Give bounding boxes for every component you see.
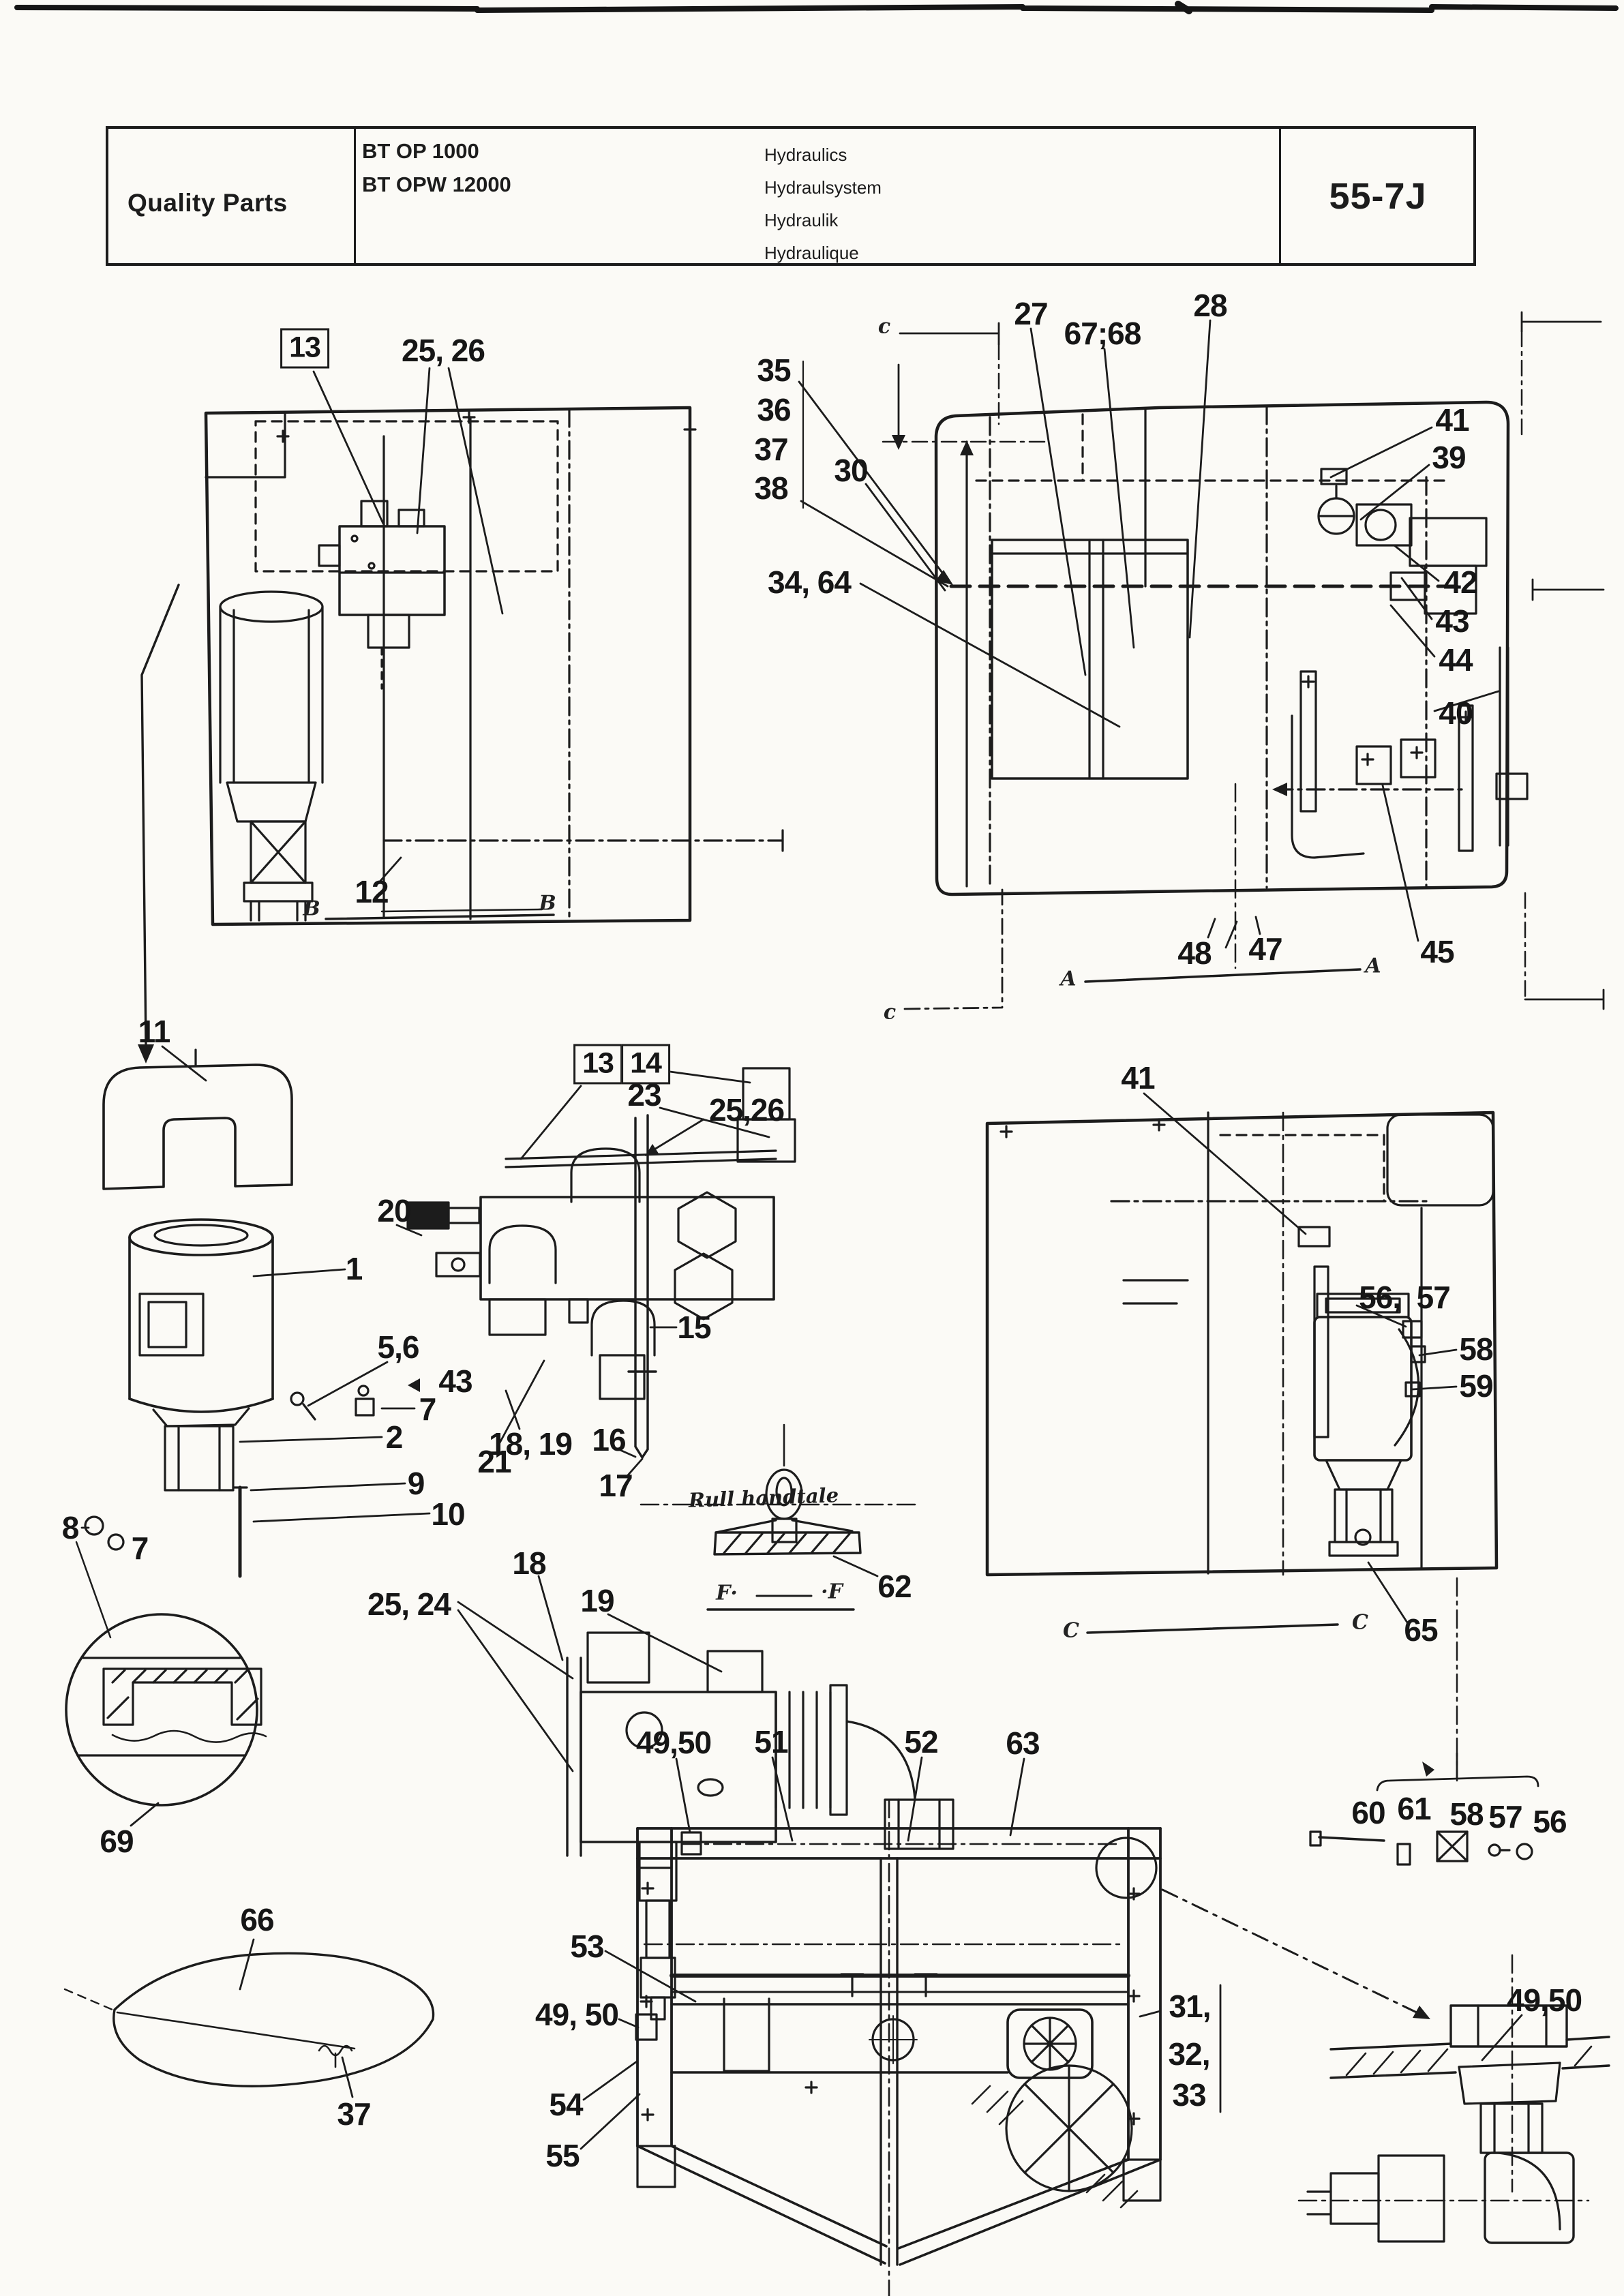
part-callout-7: 7 [131,1530,149,1566]
part-callout-1: 1 [345,1251,363,1286]
part-callout-52: 52 [904,1724,938,1759]
part-callout-18-19: 18, 19 [489,1426,573,1462]
part-callout-57: 57 [1488,1799,1522,1834]
part-callout-69: 69 [100,1824,134,1859]
part-callout-47: 47 [1248,931,1282,967]
section-title-de: Hydraulik [764,210,839,230]
part-callout-58: 58 [1459,1331,1493,1367]
part-callout-45: 45 [1420,934,1454,969]
part-callout-36: 36 [757,392,791,427]
section-mark: ·F [821,1580,843,1604]
part-callout-56: 56 [1533,1804,1567,1839]
part-callout-67-68: 67;68 [1064,316,1142,351]
part-callout-39: 39 [1432,440,1466,475]
part-callout-66: 66 [240,1902,274,1937]
section-title-sv: Hydraulsystem [764,177,882,198]
part-callout-53: 53 [570,1929,604,1964]
part-callout-17: 17 [599,1468,633,1503]
part-callout-41: 41 [1121,1060,1155,1096]
part-callout-43: 43 [438,1363,472,1399]
part-callout-25-24: 25, 24 [367,1586,451,1622]
part-callout-41: 41 [1435,402,1469,438]
part-callout-49-50: 49, 50 [535,1997,619,2032]
part-callout-5-6: 5,6 [377,1329,420,1365]
part-callout-58: 58 [1449,1796,1484,1832]
part-callout-32-: 32, [1168,2036,1211,2072]
model-line-2: BT OPW 12000 [362,172,511,196]
part-callout-33: 33 [1172,2077,1206,2113]
part-callout-35: 35 [757,352,791,388]
section-title-fr: Hydraulique [764,243,859,263]
part-callout-13: 13 [280,328,329,369]
part-callout-27: 27 [1014,296,1048,331]
part-callout-48: 48 [1177,935,1212,971]
part-callout-9: 9 [407,1466,425,1501]
part-callout-11: 11 [138,1014,171,1049]
section-title-en: Hydraulics [764,145,847,165]
part-callout-65: 65 [1404,1612,1438,1648]
part-callout-54: 54 [549,2087,583,2122]
part-callout-14: 14 [621,1044,670,1085]
part-callout-2: 2 [385,1419,404,1455]
part-callout-63: 63 [1006,1725,1040,1761]
part-callout-10: 10 [431,1496,465,1532]
part-callout-7: 7 [419,1391,437,1427]
part-callout-56-57: 56, 57 [1359,1280,1451,1315]
model-names: BT OP 1000 BT OPW 12000 [362,134,511,201]
part-callout-44: 44 [1439,642,1473,678]
part-callout-25-26: 25,26 [708,1092,785,1128]
part-callout-37: 37 [337,2096,371,2132]
section-mark: F· [716,1581,738,1605]
part-callout-20: 20 [377,1193,411,1228]
section-mark: B [303,896,320,921]
part-callout-51: 51 [754,1724,788,1759]
section-mark: c [883,1000,897,1025]
part-callout-30: 30 [834,453,868,488]
part-callout-31-: 31, [1169,1989,1212,2024]
header-divider-1 [354,129,356,263]
part-callout-13: 13 [573,1044,622,1085]
header-table: Quality Parts BT OP 1000 BT OPW 12000 Hy… [106,126,1476,266]
part-callout-62: 62 [877,1569,912,1604]
part-callout-38: 38 [754,470,788,506]
section-mark: A [1365,954,1381,978]
part-callout-59: 59 [1459,1368,1493,1404]
section-mark: A [1060,967,1077,991]
section-mark: B [539,891,556,916]
header-divider-2 [1279,129,1281,263]
section-titles: Hydraulics Hydraulsystem Hydraulik Hydra… [764,138,882,269]
part-callout-37: 37 [754,432,788,467]
part-callout-25-26: 25, 26 [402,333,485,368]
part-callout-60: 60 [1351,1795,1385,1830]
part-callout-34-64: 34, 64 [768,564,852,600]
part-callout-55: 55 [545,2138,580,2173]
part-callout-21: 21 [477,1444,511,1479]
brand-title: Quality Parts [127,189,288,217]
part-callout-16: 16 [592,1422,626,1457]
part-callout-12: 12 [355,874,389,909]
part-callout-42: 42 [1443,564,1477,600]
part-callout-49-50: 49,50 [635,1725,712,1760]
page-code: 55-7J [1329,175,1427,217]
part-callout-43: 43 [1435,603,1469,639]
part-callout-15: 15 [677,1310,711,1345]
part-callout-49-50: 49,50 [1506,1982,1582,2018]
part-callout-8: 8 [61,1510,80,1545]
part-callout-40: 40 [1439,695,1473,731]
section-mark: c [877,314,891,339]
part-callout-18: 18 [512,1545,546,1581]
part-callout-61: 61 [1397,1791,1431,1826]
section-mark: C [1063,1618,1079,1643]
part-callout-28: 28 [1193,288,1227,323]
section-mark: C [1352,1610,1368,1635]
part-callout-19: 19 [580,1583,614,1618]
model-line-1: BT OP 1000 [362,139,479,163]
